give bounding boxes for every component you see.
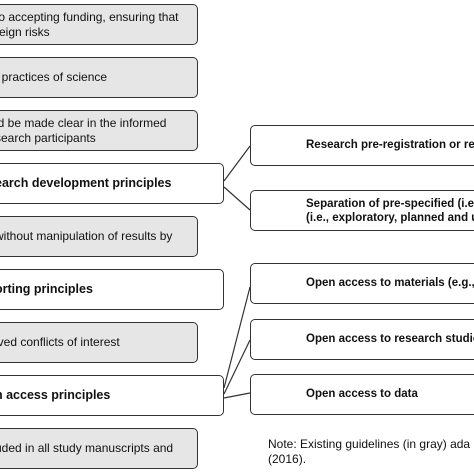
principle-box-materials-label: Open access to materials (e.g., s [306, 277, 474, 289]
principle-box-separation: Separation of pre-specified (i.e. (i.e.,… [250, 190, 474, 231]
guideline-box-informed-consent: ld be made clear in the informed search … [0, 110, 198, 151]
category-box-open-access-label: n access principles [0, 388, 111, 402]
guideline-box-conflicts: ived conflicts of interest [0, 322, 198, 363]
connector-separation [223, 186, 251, 211]
principle-box-materials: Open access to materials (e.g., s [250, 263, 474, 304]
figure-note-line-2: (2016). [268, 452, 307, 466]
connector-data [223, 392, 251, 399]
category-box-reporting: orting principles [0, 269, 224, 310]
principle-box-separation-line-1: Separation of pre-specified (i.e. [306, 197, 474, 210]
figure-note-line-1: Note: Existing guidelines (in gray) ada [268, 437, 471, 451]
guideline-box-practices: t practices of science [0, 57, 198, 98]
connector-preregistration [223, 145, 251, 182]
guideline-box-funding-line-1: to accepting funding, ensuring that [0, 9, 179, 24]
principle-box-preregistration-label: Research pre-registration or regi [306, 139, 474, 151]
category-box-open-access: n access principles [0, 375, 224, 416]
principle-box-research-studies-label: Open access to research studies [306, 333, 474, 345]
guideline-box-funding: to accepting funding, ensuring that reig… [0, 4, 198, 45]
category-box-reporting-label: orting principles [0, 282, 93, 296]
guideline-box-informed-consent-line-2: search participants [0, 130, 96, 145]
principle-box-data-label: Open access to data [306, 388, 418, 400]
guideline-box-manipulation-line-1: without manipulation of results by [0, 229, 173, 243]
guideline-box-informed-consent-line-1: ld be made clear in the informed [0, 115, 167, 130]
guideline-box-manuscripts: uded in all study manuscripts and [0, 428, 198, 469]
guideline-box-practices-line-1: t practices of science [0, 70, 108, 84]
principle-box-separation-line-2: (i.e., exploratory, planned and un [306, 211, 474, 224]
guideline-box-conflicts-line-1: ived conflicts of interest [0, 335, 120, 349]
connector-materials [223, 286, 251, 389]
figure-note: Note: Existing guidelines (in gray) ada … [268, 437, 470, 467]
principle-box-research-studies: Open access to research studies [250, 319, 474, 360]
principle-box-data: Open access to data [250, 374, 474, 415]
category-box-research-development: earch development principles [0, 163, 224, 204]
connector-research-studies [223, 339, 251, 395]
guideline-box-manuscripts-line-1: uded in all study manuscripts and [0, 441, 174, 455]
category-box-research-development-label: earch development principles [0, 176, 172, 190]
principle-box-preregistration: Research pre-registration or regi [250, 125, 474, 166]
guideline-box-manipulation: without manipulation of results by [0, 216, 198, 257]
guideline-box-funding-line-2: reign risks [0, 24, 50, 39]
